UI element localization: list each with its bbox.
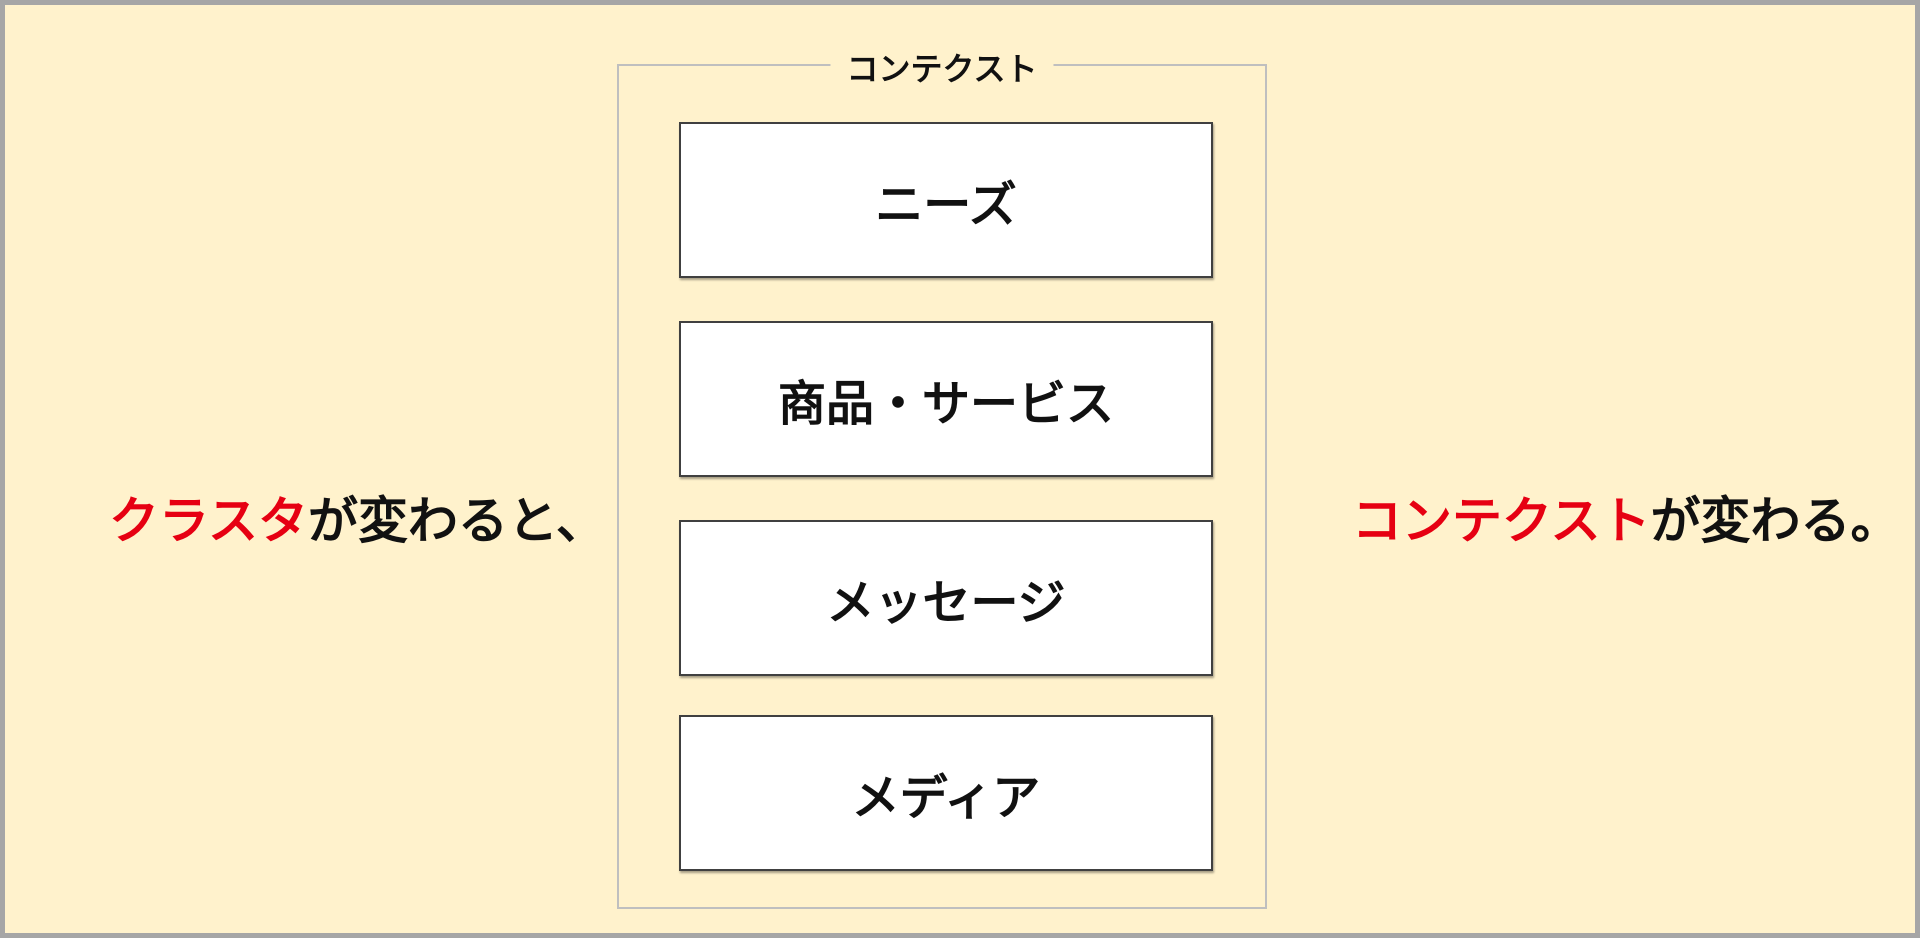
- left-highlight: クラスタ: [109, 492, 308, 550]
- right-statement: コンテクストが変わる。: [1352, 481, 1901, 553]
- context-item-needs: ニーズ: [679, 122, 1213, 278]
- left-statement: クラスタが変わると、: [109, 481, 606, 553]
- right-highlight: コンテクスト: [1352, 492, 1651, 550]
- right-rest: が変わる。: [1650, 492, 1901, 550]
- context-item-message: メッセージ: [679, 520, 1213, 676]
- context-item-media: メディア: [679, 715, 1213, 871]
- context-panel-title: コンテクスト: [830, 44, 1054, 90]
- context-panel: コンテクスト ニーズ 商品・サービス メッセージ メディア: [617, 44, 1267, 909]
- left-rest: が変わると、: [308, 492, 606, 550]
- context-item-products-services: 商品・サービス: [679, 321, 1213, 477]
